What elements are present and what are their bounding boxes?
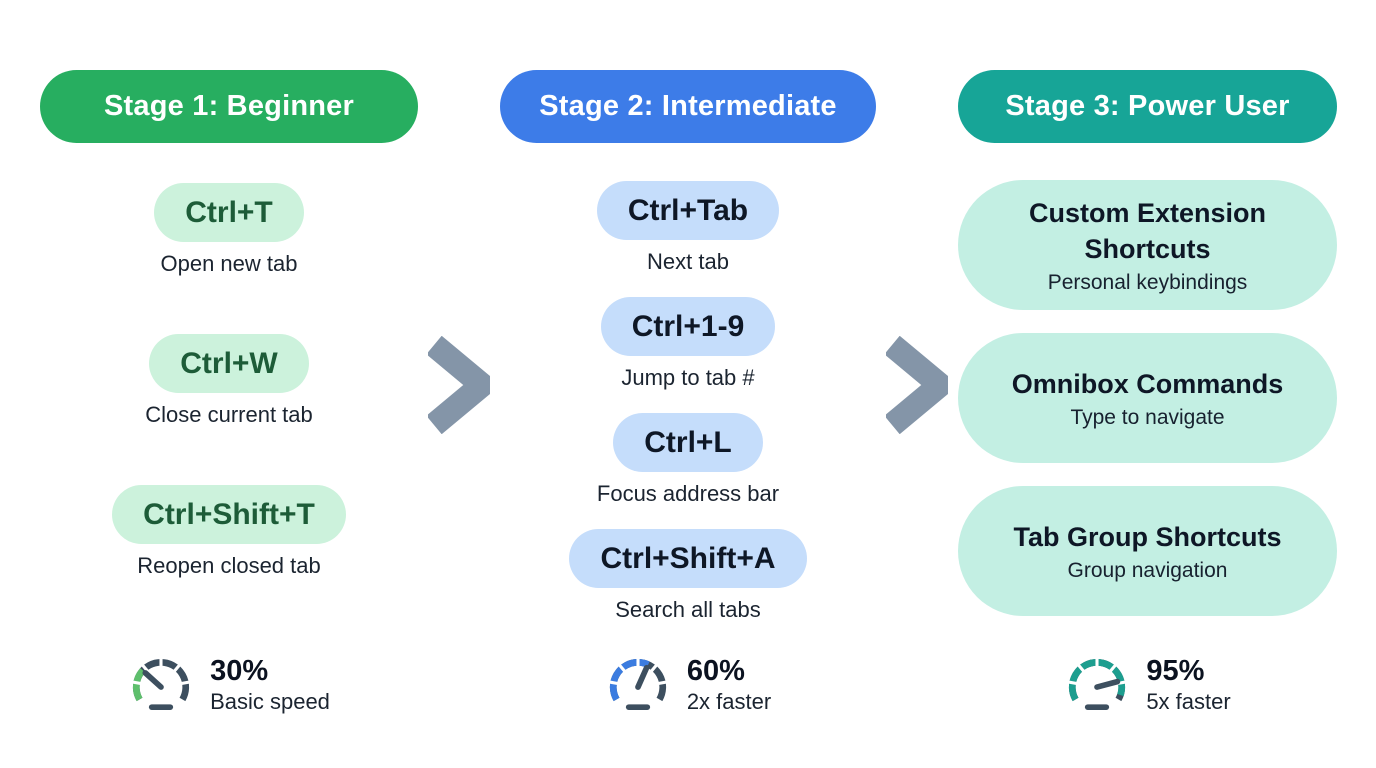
speed-percentage: 60% <box>686 654 745 687</box>
gauge-labels: 95% 5x faster <box>1146 655 1230 716</box>
feature-subtitle: Type to navigate <box>1070 406 1225 430</box>
shortcut-key-pill: Ctrl+Shift+A <box>569 529 807 588</box>
speed-caption: 2x faster <box>686 688 772 714</box>
speed-percentage: 95% <box>1146 654 1205 687</box>
speed-gauge-row: 95% 5x faster <box>1064 652 1231 718</box>
shortcut-description: Reopen closed tab <box>137 553 321 578</box>
feature-pill: Tab Group Shortcuts Group navigation <box>958 486 1337 616</box>
speed-caption: Basic speed <box>210 688 330 714</box>
stage-2-header: Stage 2: Intermediate <box>500 70 876 143</box>
shortcut-description: Close current tab <box>145 402 313 427</box>
stage-3-header: Stage 3: Power User <box>958 70 1337 143</box>
shortcut-key-pill: Ctrl+T <box>154 183 304 242</box>
feature-title: Tab Group Shortcuts <box>1013 521 1282 552</box>
shortcut-key-pill: Ctrl+1-9 <box>600 297 776 356</box>
speed-caption: 5x faster <box>1146 688 1231 714</box>
gauge-labels: 60% 2x faster <box>687 655 771 716</box>
feature-title: Custom Extension Shortcuts <box>1028 197 1267 264</box>
feature-pill: Omnibox Commands Type to navigate <box>958 333 1337 463</box>
feature-subtitle: Group navigation <box>1067 559 1228 583</box>
shortcut-description: Open new tab <box>160 251 298 276</box>
speed-gauge-row: 60% 2x faster <box>605 652 771 718</box>
shortcut-group: Ctrl+L Focus address bar <box>597 413 779 507</box>
shortcut-description: Next tab <box>647 249 729 274</box>
shortcut-key-pill: Ctrl+W <box>149 334 309 393</box>
arrow-right-icon <box>876 0 958 768</box>
feature-subtitle: Personal keybindings <box>1047 271 1248 295</box>
shortcut-group: Ctrl+Shift+T Reopen closed tab <box>112 485 346 579</box>
stage-3-column: Stage 3: Power User Custom Extension Sho… <box>958 0 1337 768</box>
arrow-right-icon <box>418 0 500 768</box>
speed-percentage: 30% <box>210 654 269 687</box>
shortcut-group: Ctrl+Shift+A Search all tabs <box>569 529 807 623</box>
shortcut-group: Ctrl+1-9 Jump to tab # <box>600 297 776 391</box>
speed-gauge-row: 30% Basic speed <box>128 652 330 718</box>
shortcut-key-pill: Ctrl+Shift+T <box>112 485 346 544</box>
speedometer-icon <box>607 656 669 711</box>
shortcut-key-pill: Ctrl+Tab <box>596 181 780 240</box>
speedometer-icon <box>1066 656 1129 711</box>
feature-pill: Custom Extension Shortcuts Personal keyb… <box>958 180 1337 310</box>
shortcut-group: Ctrl+W Close current tab <box>145 334 313 428</box>
gauge-labels: 30% Basic speed <box>210 655 330 716</box>
shortcut-group: Ctrl+T Open new tab <box>154 183 304 277</box>
shortcut-description: Search all tabs <box>615 597 761 622</box>
stage-1-column: Stage 1: Beginner Ctrl+T Open new tab Ct… <box>40 0 418 768</box>
stage-2-column: Stage 2: Intermediate Ctrl+Tab Next tab … <box>500 0 876 768</box>
stage-1-header: Stage 1: Beginner <box>40 70 418 143</box>
feature-title: Omnibox Commands <box>1011 368 1284 399</box>
shortcut-key-pill: Ctrl+L <box>613 413 763 472</box>
shortcut-group: Ctrl+Tab Next tab <box>596 181 780 275</box>
shortcut-description: Focus address bar <box>596 481 780 506</box>
shortcut-description: Jump to tab # <box>621 365 755 390</box>
speedometer-icon <box>130 656 192 711</box>
